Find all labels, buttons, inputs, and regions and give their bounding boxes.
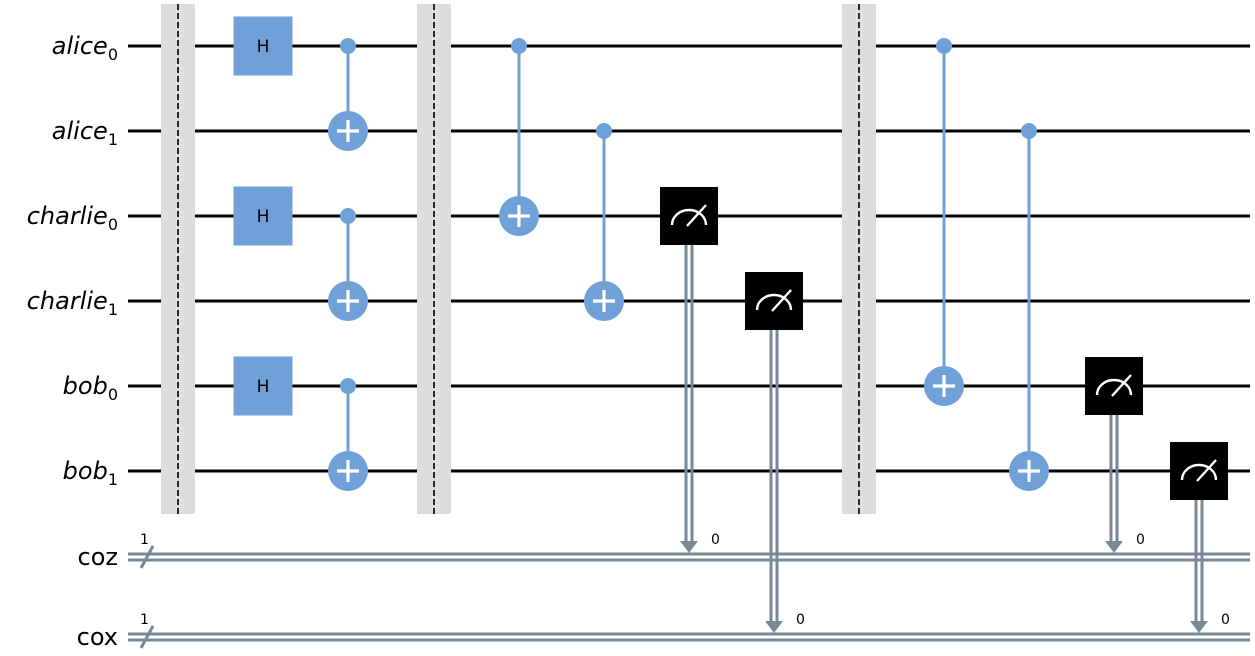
qubit-label-name: alice [52,117,108,145]
hadamard-gate [233,186,293,246]
creg-size-label: 1 [140,612,149,628]
qubit-label: alice0 [52,32,118,64]
hadamard-gate-label: H [257,37,270,57]
qubit-label: bob1 [63,457,118,489]
cnot-control-dot [1021,123,1037,139]
qubit-label-index: 0 [108,385,118,404]
qubit-label-name: alice [52,32,108,60]
qubit-label-index: 1 [108,130,118,149]
meter-arc-icon [670,208,708,226]
qubit-label-index: 0 [108,215,118,234]
meter-needle-icon [686,204,707,227]
barriers-layer [161,4,876,514]
hadamard-gate-label: H [257,377,270,397]
qubit-label-name: charlie [27,287,108,315]
measure-bit-label: 0 [711,532,720,548]
meter-arc-icon [1180,463,1218,481]
cnot-control-dot [511,38,527,54]
measure-gate [660,187,718,245]
qubit-label-name: bob [63,457,108,485]
meter-needle-icon [1111,374,1132,397]
measure-bit-label: 0 [796,612,805,628]
cnot-control-dot [340,378,356,394]
measure-gate [745,272,803,330]
meter-needle-icon [771,289,792,312]
measure-gate [1170,442,1228,500]
qubit-label-name: charlie [27,202,108,230]
creg-label: cox [77,623,118,651]
measure-arrowhead [1190,621,1208,633]
qubit-label-name: bob [63,372,108,400]
qubit-label: bob0 [63,372,118,404]
measure-arrowhead [765,621,783,633]
creg-label: coz [78,543,118,571]
qubit-label-index: 1 [108,470,118,489]
hadamard-gate-label: H [257,207,270,227]
qubit-label: charlie0 [27,202,118,234]
operations-layer: H H H [233,16,1228,633]
cnot-control-dot [340,38,356,54]
cnot-control-dot [936,38,952,54]
measure-gate [1085,357,1143,415]
hadamard-gate [233,16,293,76]
wires-layer [128,44,1250,649]
qubit-label: charlie1 [27,287,118,319]
creg-size-slash [139,625,155,649]
meter-arc-icon [1095,378,1133,396]
measure-bit-label: 0 [1221,612,1230,628]
labels-layer: alice0alice1charlie0charlie1bob0bob1coz1… [27,32,1230,651]
cnot-control-dot [340,208,356,224]
hadamard-gate [233,356,293,416]
measure-arrowhead [680,541,698,553]
cnot-control-dot [596,123,612,139]
meter-needle-icon [1196,459,1217,482]
qubit-label-index: 1 [108,300,118,319]
creg-size-slash [139,545,155,569]
creg-size-label: 1 [140,532,149,548]
qubit-label: alice1 [52,117,118,149]
measure-bit-label: 0 [1136,532,1145,548]
qubit-label-index: 0 [108,45,118,64]
measure-arrowhead [1105,541,1123,553]
meter-arc-icon [755,293,793,311]
